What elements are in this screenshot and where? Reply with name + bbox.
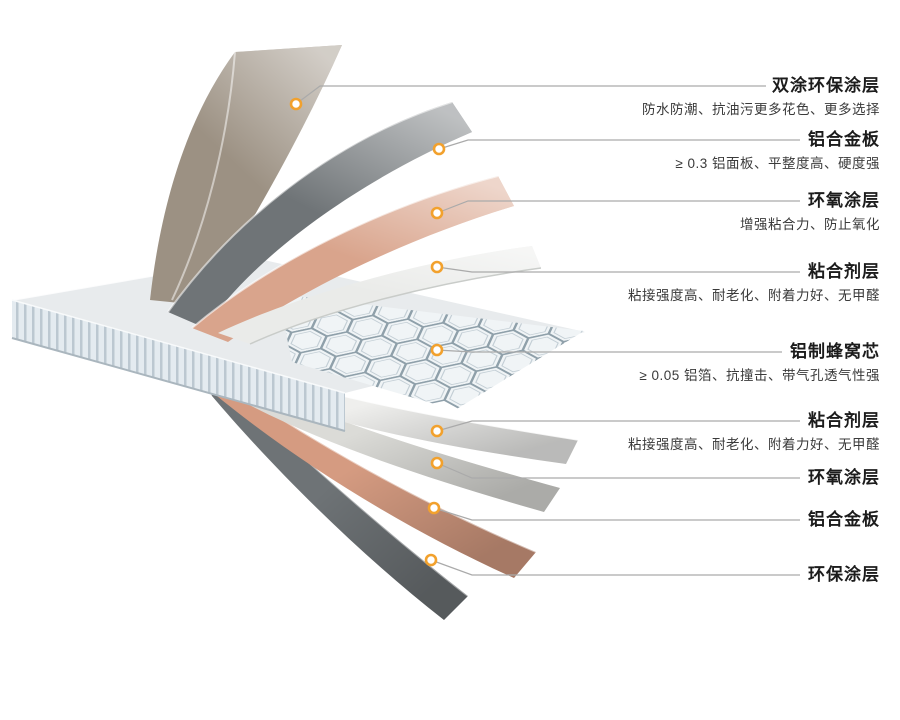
honeycomb-cell [492, 332, 524, 352]
honeycomb-cell [299, 351, 332, 371]
slab-front-face [12, 300, 345, 431]
honeycomb-cell [536, 356, 568, 376]
callout-dots [289, 97, 446, 567]
leader-line [295, 85, 766, 105]
layer-bottom-epoxy [186, 352, 560, 512]
callout-dot [430, 343, 444, 357]
honeycomb-cell [351, 318, 384, 338]
honeycomb-cell [484, 390, 516, 410]
honeycomb-cell [404, 362, 437, 382]
honeycomb-cell [414, 382, 446, 402]
honeycomb-cell [510, 373, 542, 393]
callout-dot [430, 206, 444, 220]
callout-dot [427, 501, 441, 515]
honeycomb-cell [290, 331, 323, 351]
leader-line [436, 266, 800, 273]
honeycomb-cell [334, 354, 367, 374]
callout-dot [430, 424, 444, 438]
leader-line [436, 420, 800, 432]
leader-line [436, 349, 782, 353]
callout-dot [430, 260, 444, 274]
callout-dot [432, 142, 446, 156]
callout-dot [424, 553, 438, 567]
leader-line [438, 139, 800, 150]
leader-line [436, 462, 800, 479]
leader-line [430, 559, 800, 576]
sheet-sheen [150, 45, 342, 305]
slab-front-bottom-edge [11, 337, 346, 432]
sheet-edge-highlight [167, 101, 453, 313]
honeycomb-cell [430, 345, 463, 365]
honeycomb-cell [386, 321, 419, 341]
callout-dot [430, 456, 444, 470]
callout-dot [289, 97, 303, 111]
honeycomb-cell [545, 377, 578, 397]
honeycomb-cell [360, 338, 393, 358]
honeycomb-cell [395, 342, 428, 362]
sheet-edge-shadow [249, 267, 542, 345]
honeycomb-cell [539, 373, 584, 400]
sheet-shade [186, 352, 560, 512]
honeycomb-cell [519, 393, 551, 410]
honeycomb-cell [456, 329, 489, 349]
sheet-edge-highlight [171, 51, 236, 301]
honeycomb-cell [562, 340, 584, 360]
leader-line [436, 200, 800, 214]
slab-top-front-edge [11, 299, 346, 394]
leader-line [433, 507, 800, 521]
leader-lines [295, 85, 800, 576]
honeycomb-cell [440, 366, 472, 386]
sheet-sheen [168, 102, 472, 328]
honeycomb-cell [513, 390, 557, 410]
sheet-edge-highlight [191, 175, 499, 329]
honeycomb-cell [316, 314, 349, 334]
honeycomb-cell [325, 334, 358, 354]
honeycomb-cell [466, 349, 498, 369]
honeycomb-cell [421, 325, 454, 345]
layer-top-eco-coating [150, 45, 342, 305]
layer-top-aluminum [167, 101, 472, 328]
honeycomb-cell [369, 358, 402, 378]
